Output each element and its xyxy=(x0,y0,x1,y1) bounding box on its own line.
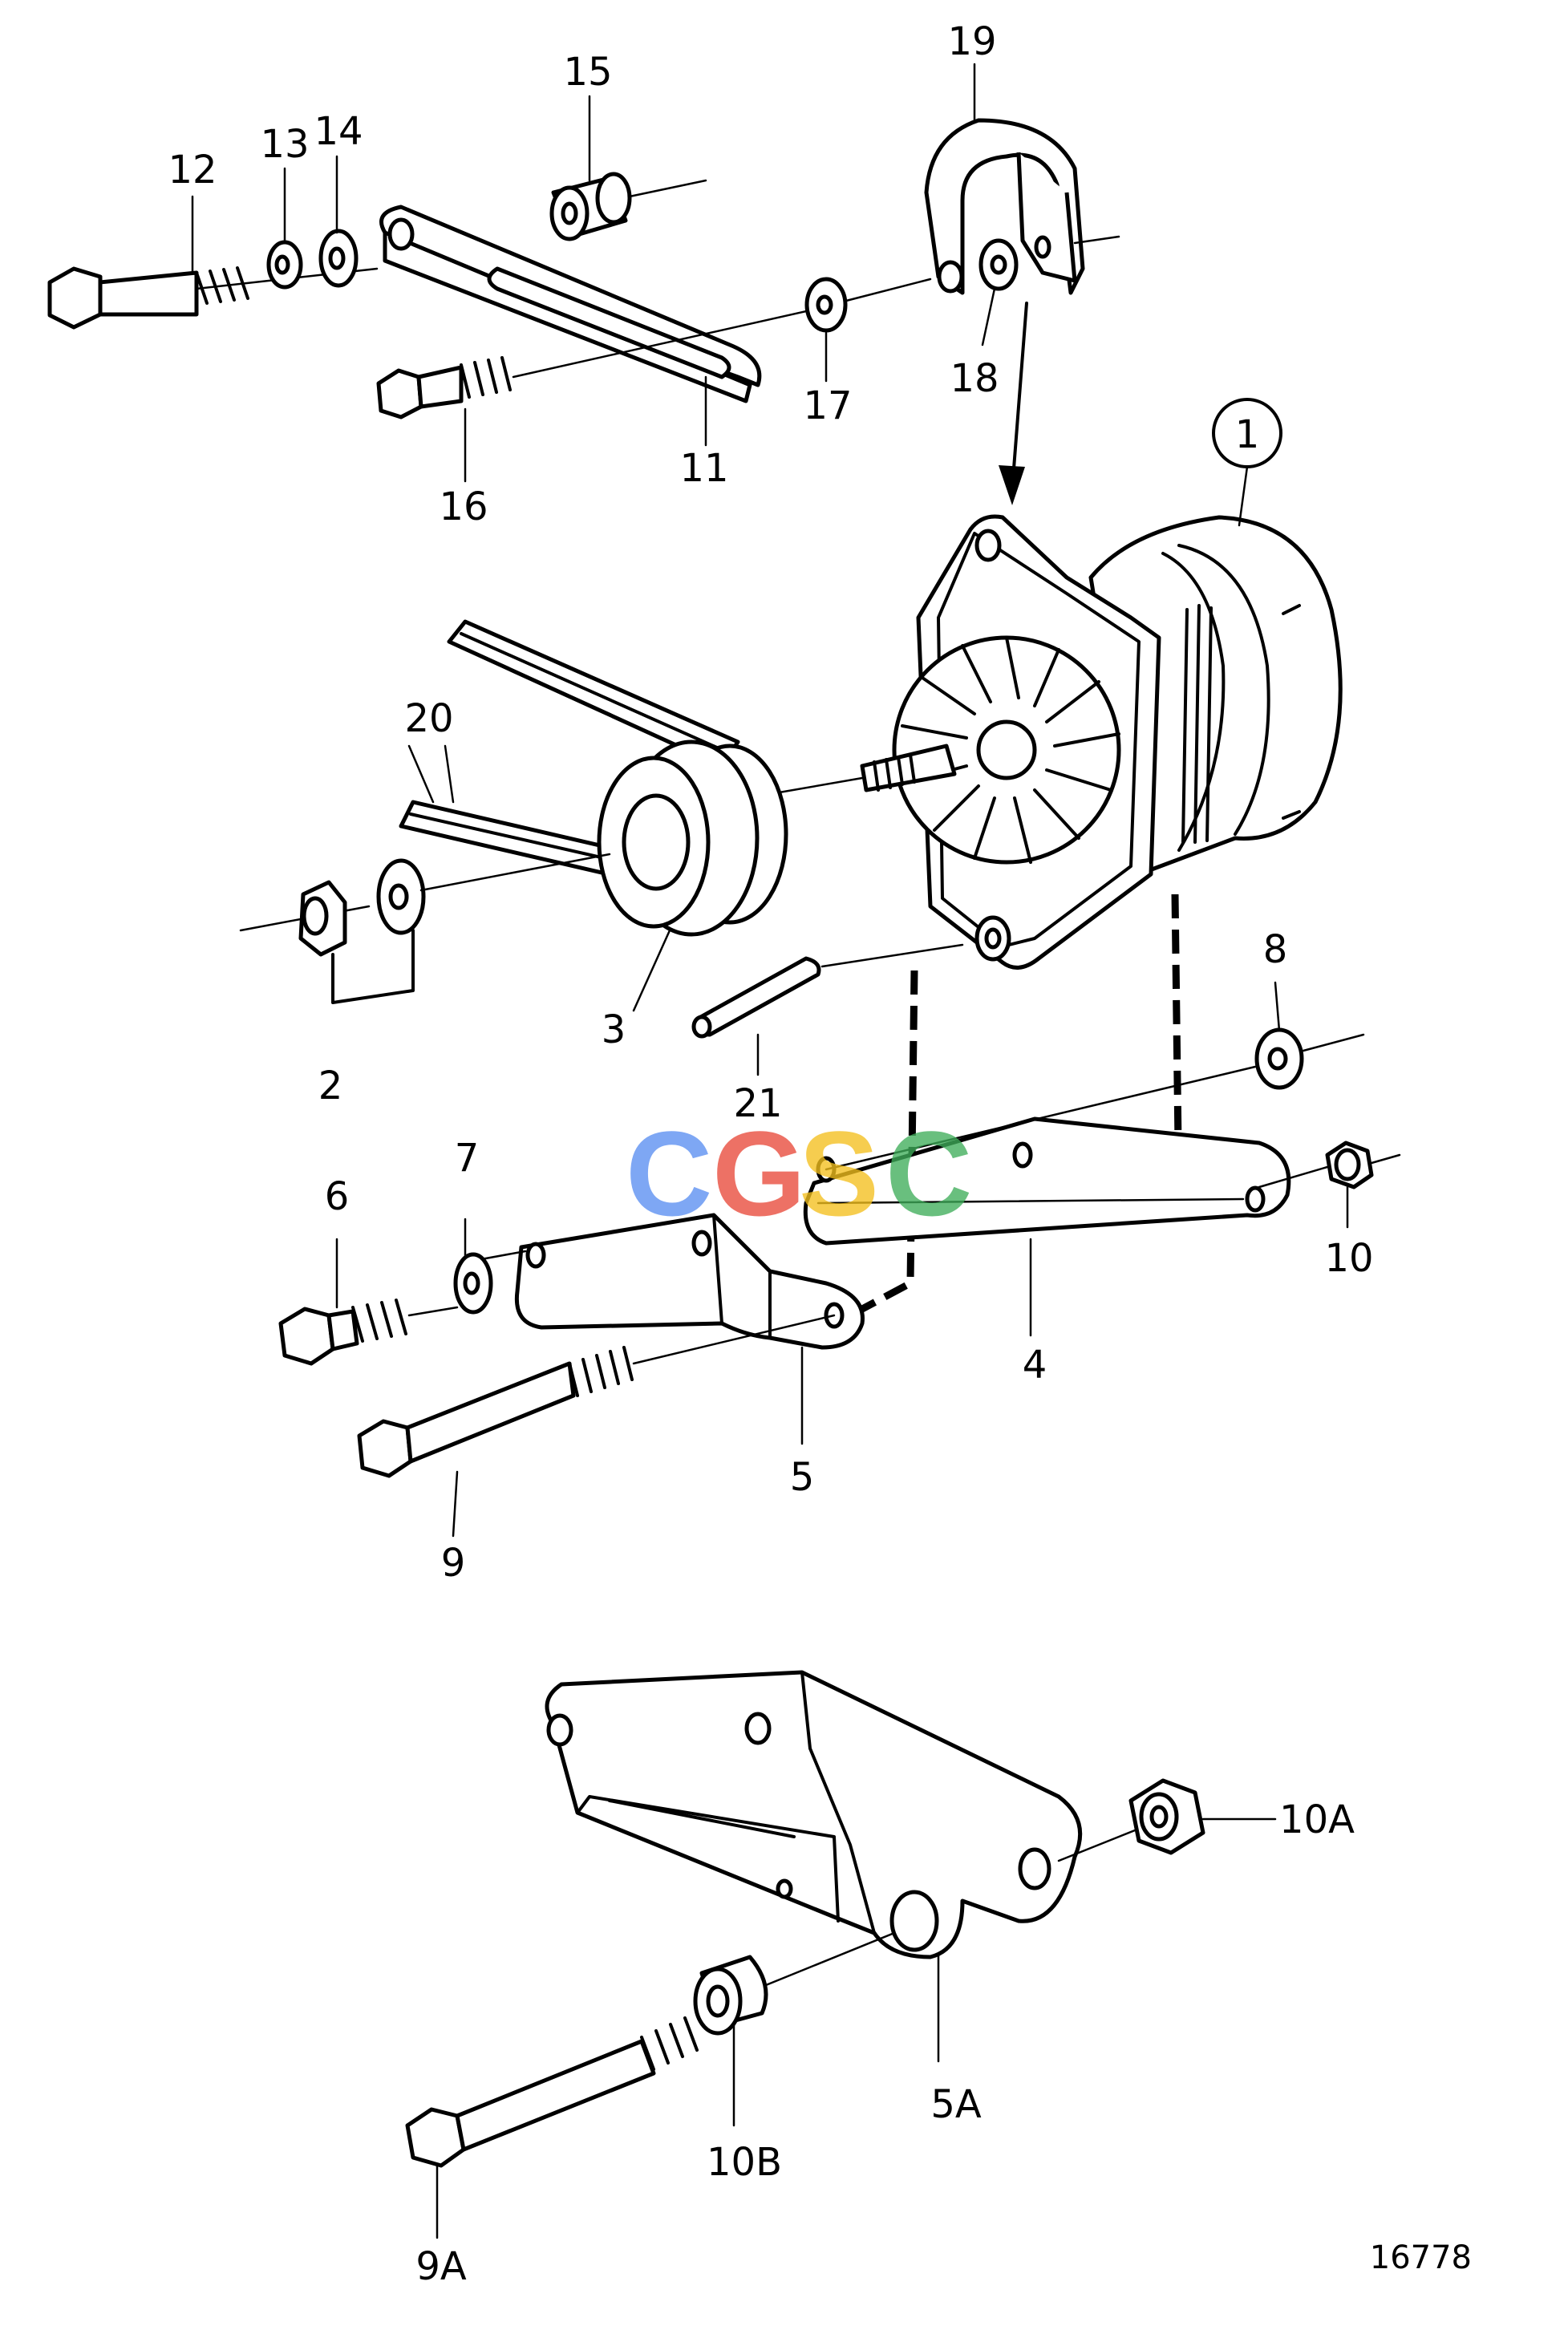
label-3: 3 xyxy=(602,1007,626,1052)
label-10: 10 xyxy=(1324,1236,1373,1281)
label-21: 21 xyxy=(733,1081,782,1126)
alternator-1 xyxy=(768,514,1343,970)
bolt-16 xyxy=(376,302,844,419)
label-13: 13 xyxy=(260,122,309,167)
bolt-9a xyxy=(405,2016,699,2168)
insertion-arrow xyxy=(999,302,1028,505)
label-5a: 5A xyxy=(930,2082,982,2127)
nut-10a xyxy=(1128,1778,1205,1855)
label-15: 15 xyxy=(563,50,612,95)
label-6: 6 xyxy=(325,1174,350,1219)
bolt-12 xyxy=(47,266,379,330)
label-14: 14 xyxy=(314,109,363,154)
bushing-10b xyxy=(693,1931,896,2036)
washer-7 xyxy=(453,1252,493,1315)
bracket-5 xyxy=(480,1213,865,1350)
label-1: 1 xyxy=(1235,412,1260,457)
washer-13 xyxy=(266,240,303,290)
label-9: 9 xyxy=(441,1541,466,1586)
part-labels: 1 2 3 4 5 5A 6 7 8 9 9A 10 10A 10B 11 12… xyxy=(168,19,1472,2289)
bracket-2 xyxy=(331,929,415,1004)
label-16: 16 xyxy=(439,484,488,529)
bracket-19 xyxy=(924,118,1120,295)
label-17: 17 xyxy=(803,383,852,428)
label-19: 19 xyxy=(947,19,996,64)
label-10b: 10B xyxy=(707,2140,782,2185)
drawing-number: 16778 xyxy=(1370,2239,1472,2276)
pulley-3 xyxy=(597,740,788,937)
label-2: 2 xyxy=(318,1064,343,1108)
label-18: 18 xyxy=(950,356,999,401)
watermark-logo: C G S C xyxy=(626,1106,972,1241)
label-10a: 10A xyxy=(1279,1797,1355,1842)
washer-2 xyxy=(376,853,611,935)
washer-8 xyxy=(825,1027,1365,1171)
label-11: 11 xyxy=(679,446,728,491)
label-7: 7 xyxy=(455,1136,480,1181)
label-12: 12 xyxy=(168,148,217,192)
label-1-circle xyxy=(1212,398,1282,527)
adjusting-bracket-11 xyxy=(379,205,762,403)
watermark-letter: C xyxy=(626,1106,712,1241)
washer-14 xyxy=(318,229,359,288)
label-8: 8 xyxy=(1263,927,1288,972)
nut-2 xyxy=(239,880,371,957)
bracket-5a xyxy=(545,1670,1141,1959)
leader-lines xyxy=(191,63,1349,2239)
bolt-9 xyxy=(357,1314,836,1478)
watermark-letter: S xyxy=(799,1106,879,1241)
watermark-letter: C xyxy=(885,1106,972,1241)
fan xyxy=(892,635,1121,865)
pin-21 xyxy=(691,943,964,1039)
label-4: 4 xyxy=(1023,1343,1047,1388)
label-9a: 9A xyxy=(415,2244,467,2289)
shaft xyxy=(768,744,957,796)
label-5: 5 xyxy=(790,1455,815,1500)
washer-17 xyxy=(804,277,932,333)
label-20: 20 xyxy=(404,696,453,741)
bolt-6 xyxy=(278,1299,459,1366)
bracket-4 xyxy=(803,1116,1291,1246)
nut-10 xyxy=(1258,1141,1401,1189)
spacer-15 xyxy=(549,172,707,241)
watermark-letter: G xyxy=(712,1106,806,1241)
